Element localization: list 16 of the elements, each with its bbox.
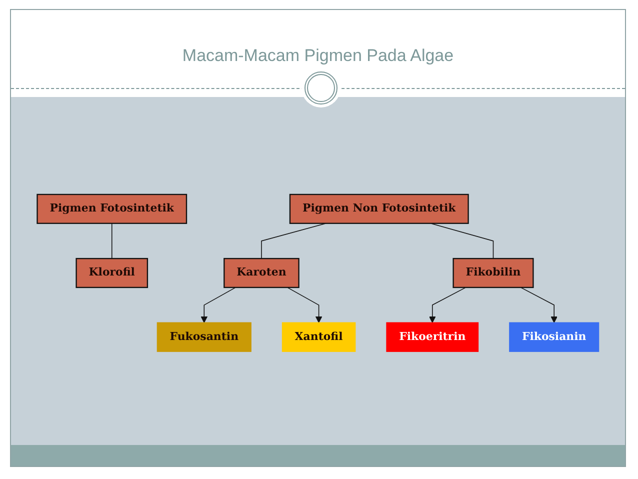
node-box <box>452 258 534 288</box>
arrow <box>200 287 236 323</box>
connector <box>430 222 494 259</box>
node-box <box>509 322 600 352</box>
node-box <box>224 258 300 288</box>
connector <box>261 222 326 259</box>
node-box <box>76 258 148 288</box>
title: Macam-Macam Pigmen Pada Algae <box>182 46 454 65</box>
node-box <box>156 322 252 352</box>
node-box <box>36 194 188 224</box>
arrow <box>520 287 558 323</box>
arrow <box>428 287 466 323</box>
node-box <box>282 322 356 352</box>
arrow <box>286 287 322 323</box>
connector <box>111 222 112 259</box>
node-box <box>289 194 469 224</box>
